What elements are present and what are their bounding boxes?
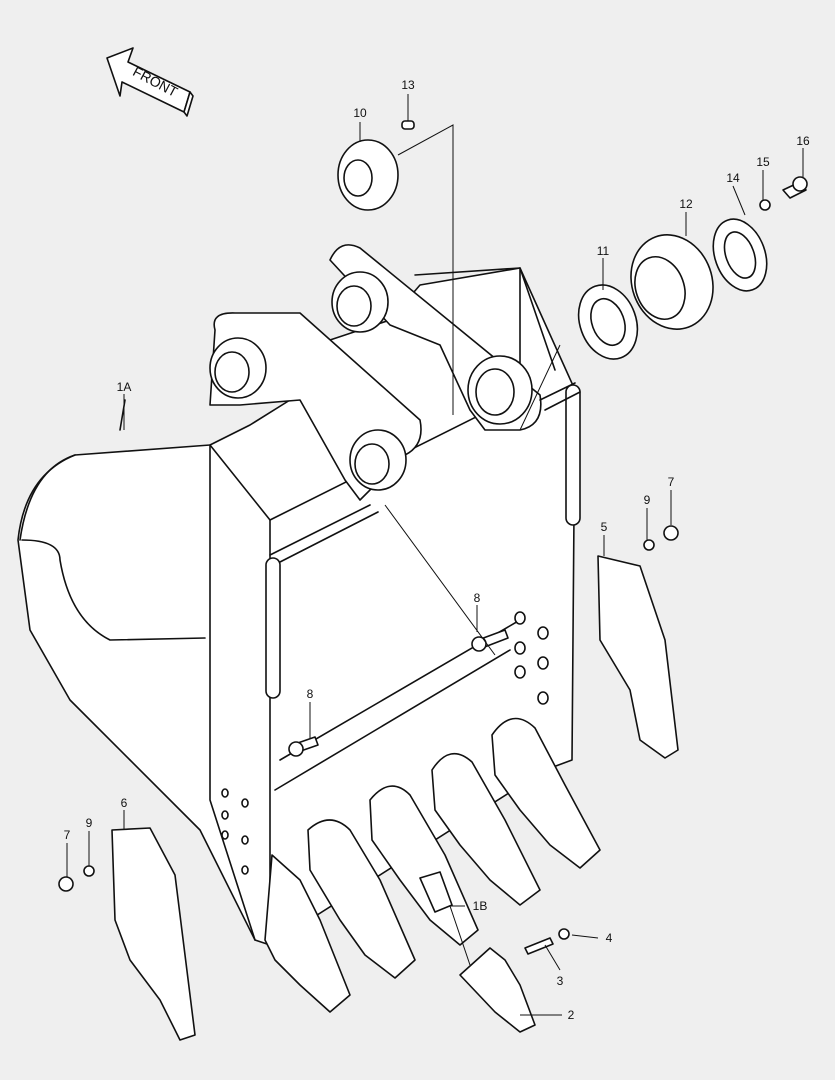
callout-1A: 1A: [117, 380, 132, 394]
front-arrow: FRONT: [106, 47, 194, 117]
callout-5: 5: [601, 520, 608, 534]
callout-14: 14: [726, 171, 740, 185]
callout-11: 11: [597, 244, 610, 258]
callout-1B: 1B: [473, 899, 488, 913]
callout-8-lower: 8: [307, 687, 314, 701]
callout-10: 10: [353, 106, 367, 120]
callout-13: 13: [401, 78, 415, 92]
callout-3: 3: [557, 974, 564, 988]
callout-12: 12: [679, 197, 693, 211]
callout-8-upper: 8: [474, 591, 481, 605]
tooth-part-2: [459, 947, 536, 1033]
side-cutter-5: [597, 555, 679, 759]
callout-16: 16: [796, 134, 810, 148]
boss-plates: [209, 244, 542, 501]
callout-2: 2: [568, 1008, 575, 1022]
leader-lines: [66, 94, 804, 1016]
side-cutter-6: [111, 827, 196, 1041]
callout-9-right: 9: [644, 493, 651, 507]
callout-labels: 13 10 16 15 14 12 11 1A 7 9 5 8 8 6 7 9 …: [64, 78, 810, 1022]
callout-4: 4: [606, 931, 613, 945]
callout-9-left: 9: [86, 816, 93, 830]
callout-6: 6: [121, 796, 128, 810]
callout-7-right: 7: [668, 475, 675, 489]
bucket-teeth: [264, 717, 601, 1013]
side-rods: [265, 382, 581, 699]
small-parts: [58, 120, 808, 955]
bolt-holes: [221, 611, 549, 875]
callout-15: 15: [756, 155, 770, 169]
callout-7-left: 7: [64, 828, 71, 842]
